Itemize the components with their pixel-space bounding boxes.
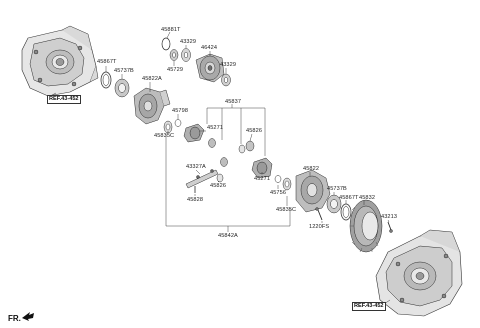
part-label-45867T-a[interactable]: 45867T: [97, 59, 117, 65]
transmission-case-left: [21, 25, 99, 97]
thrust-washer-45826-b: [216, 173, 224, 183]
ring-gear-45832: [349, 199, 383, 253]
part-label-45729[interactable]: 45729: [167, 67, 184, 73]
ref-label-bottom-right[interactable]: REF.43-452: [352, 302, 386, 311]
bolt-1220FS: [315, 207, 323, 221]
part-label-45837[interactable]: 45837: [225, 99, 242, 105]
differential-case-45822: [295, 169, 331, 213]
part-label-43213[interactable]: 43213: [381, 214, 398, 220]
part-label-45756[interactable]: 45756: [270, 190, 287, 196]
oil-seal-45867T-b: [340, 203, 352, 221]
part-label-45835C-b[interactable]: 45835C: [276, 207, 297, 213]
differential-case-45822A: [133, 87, 171, 125]
part-label-45822A[interactable]: 45822A: [142, 76, 162, 82]
part-label-46424[interactable]: 46424: [201, 45, 218, 51]
part-label-45798[interactable]: 45798: [172, 108, 189, 114]
part-label-45737B-b[interactable]: 45737B: [327, 186, 347, 192]
pinion-shaft-43327A: [185, 169, 219, 189]
ring-45798: [174, 119, 182, 127]
part-label-45881T[interactable]: 45881T: [161, 27, 181, 33]
bearing-45729: [169, 49, 179, 61]
transmission-case-right: [375, 229, 463, 317]
pinion-gear-kit-a: [208, 138, 228, 167]
washer-45835C-b: [282, 177, 292, 191]
part-label-45271-b[interactable]: 45271: [254, 176, 271, 182]
ring-45756: [274, 175, 282, 183]
part-label-45835C-a[interactable]: 45835C: [154, 133, 175, 139]
part-label-45842A[interactable]: 45842A: [218, 233, 238, 239]
side-gear-45271-a: [183, 123, 205, 143]
pinion-46424: [195, 53, 225, 83]
bearing-45737B-b: [326, 194, 342, 214]
part-label-45822[interactable]: 45822: [303, 166, 320, 172]
part-label-45737B-a[interactable]: 45737B: [114, 68, 134, 74]
part-label-1220FS[interactable]: 1220FS: [309, 224, 330, 230]
front-arrow-icon: [22, 312, 34, 321]
bolt-43213: [387, 221, 393, 233]
oil-seal-45867T-a: [100, 71, 112, 89]
part-label-43327A[interactable]: 43327A: [186, 164, 206, 170]
bearing-45737B-a: [114, 78, 130, 98]
front-direction-label: FR.: [8, 314, 21, 323]
part-label-45867T-b[interactable]: 45867T: [339, 195, 359, 201]
ref-label-top-left[interactable]: REF.43-452: [47, 95, 81, 104]
part-label-43329-a[interactable]: 43329: [180, 39, 197, 45]
washer-43329-b: [221, 73, 231, 87]
part-label-45828[interactable]: 45828: [187, 197, 204, 203]
snap-ring-45881T: [161, 37, 171, 51]
washer-45835C-a: [163, 120, 173, 134]
thrust-washer-45826-a: [238, 140, 255, 154]
leader-bracket-45837: [206, 104, 266, 156]
washer-43329-a: [181, 48, 191, 62]
side-gear-45271-b: [251, 157, 273, 179]
leader-bracket-45842A: [165, 134, 291, 232]
part-label-45832[interactable]: 45832: [359, 195, 376, 201]
part-label-43329-b[interactable]: 43329: [220, 62, 237, 68]
part-label-45826-a[interactable]: 45826: [246, 128, 263, 134]
part-label-45271-a[interactable]: 45271: [207, 125, 224, 131]
part-label-45826-b[interactable]: 45826: [210, 183, 227, 189]
